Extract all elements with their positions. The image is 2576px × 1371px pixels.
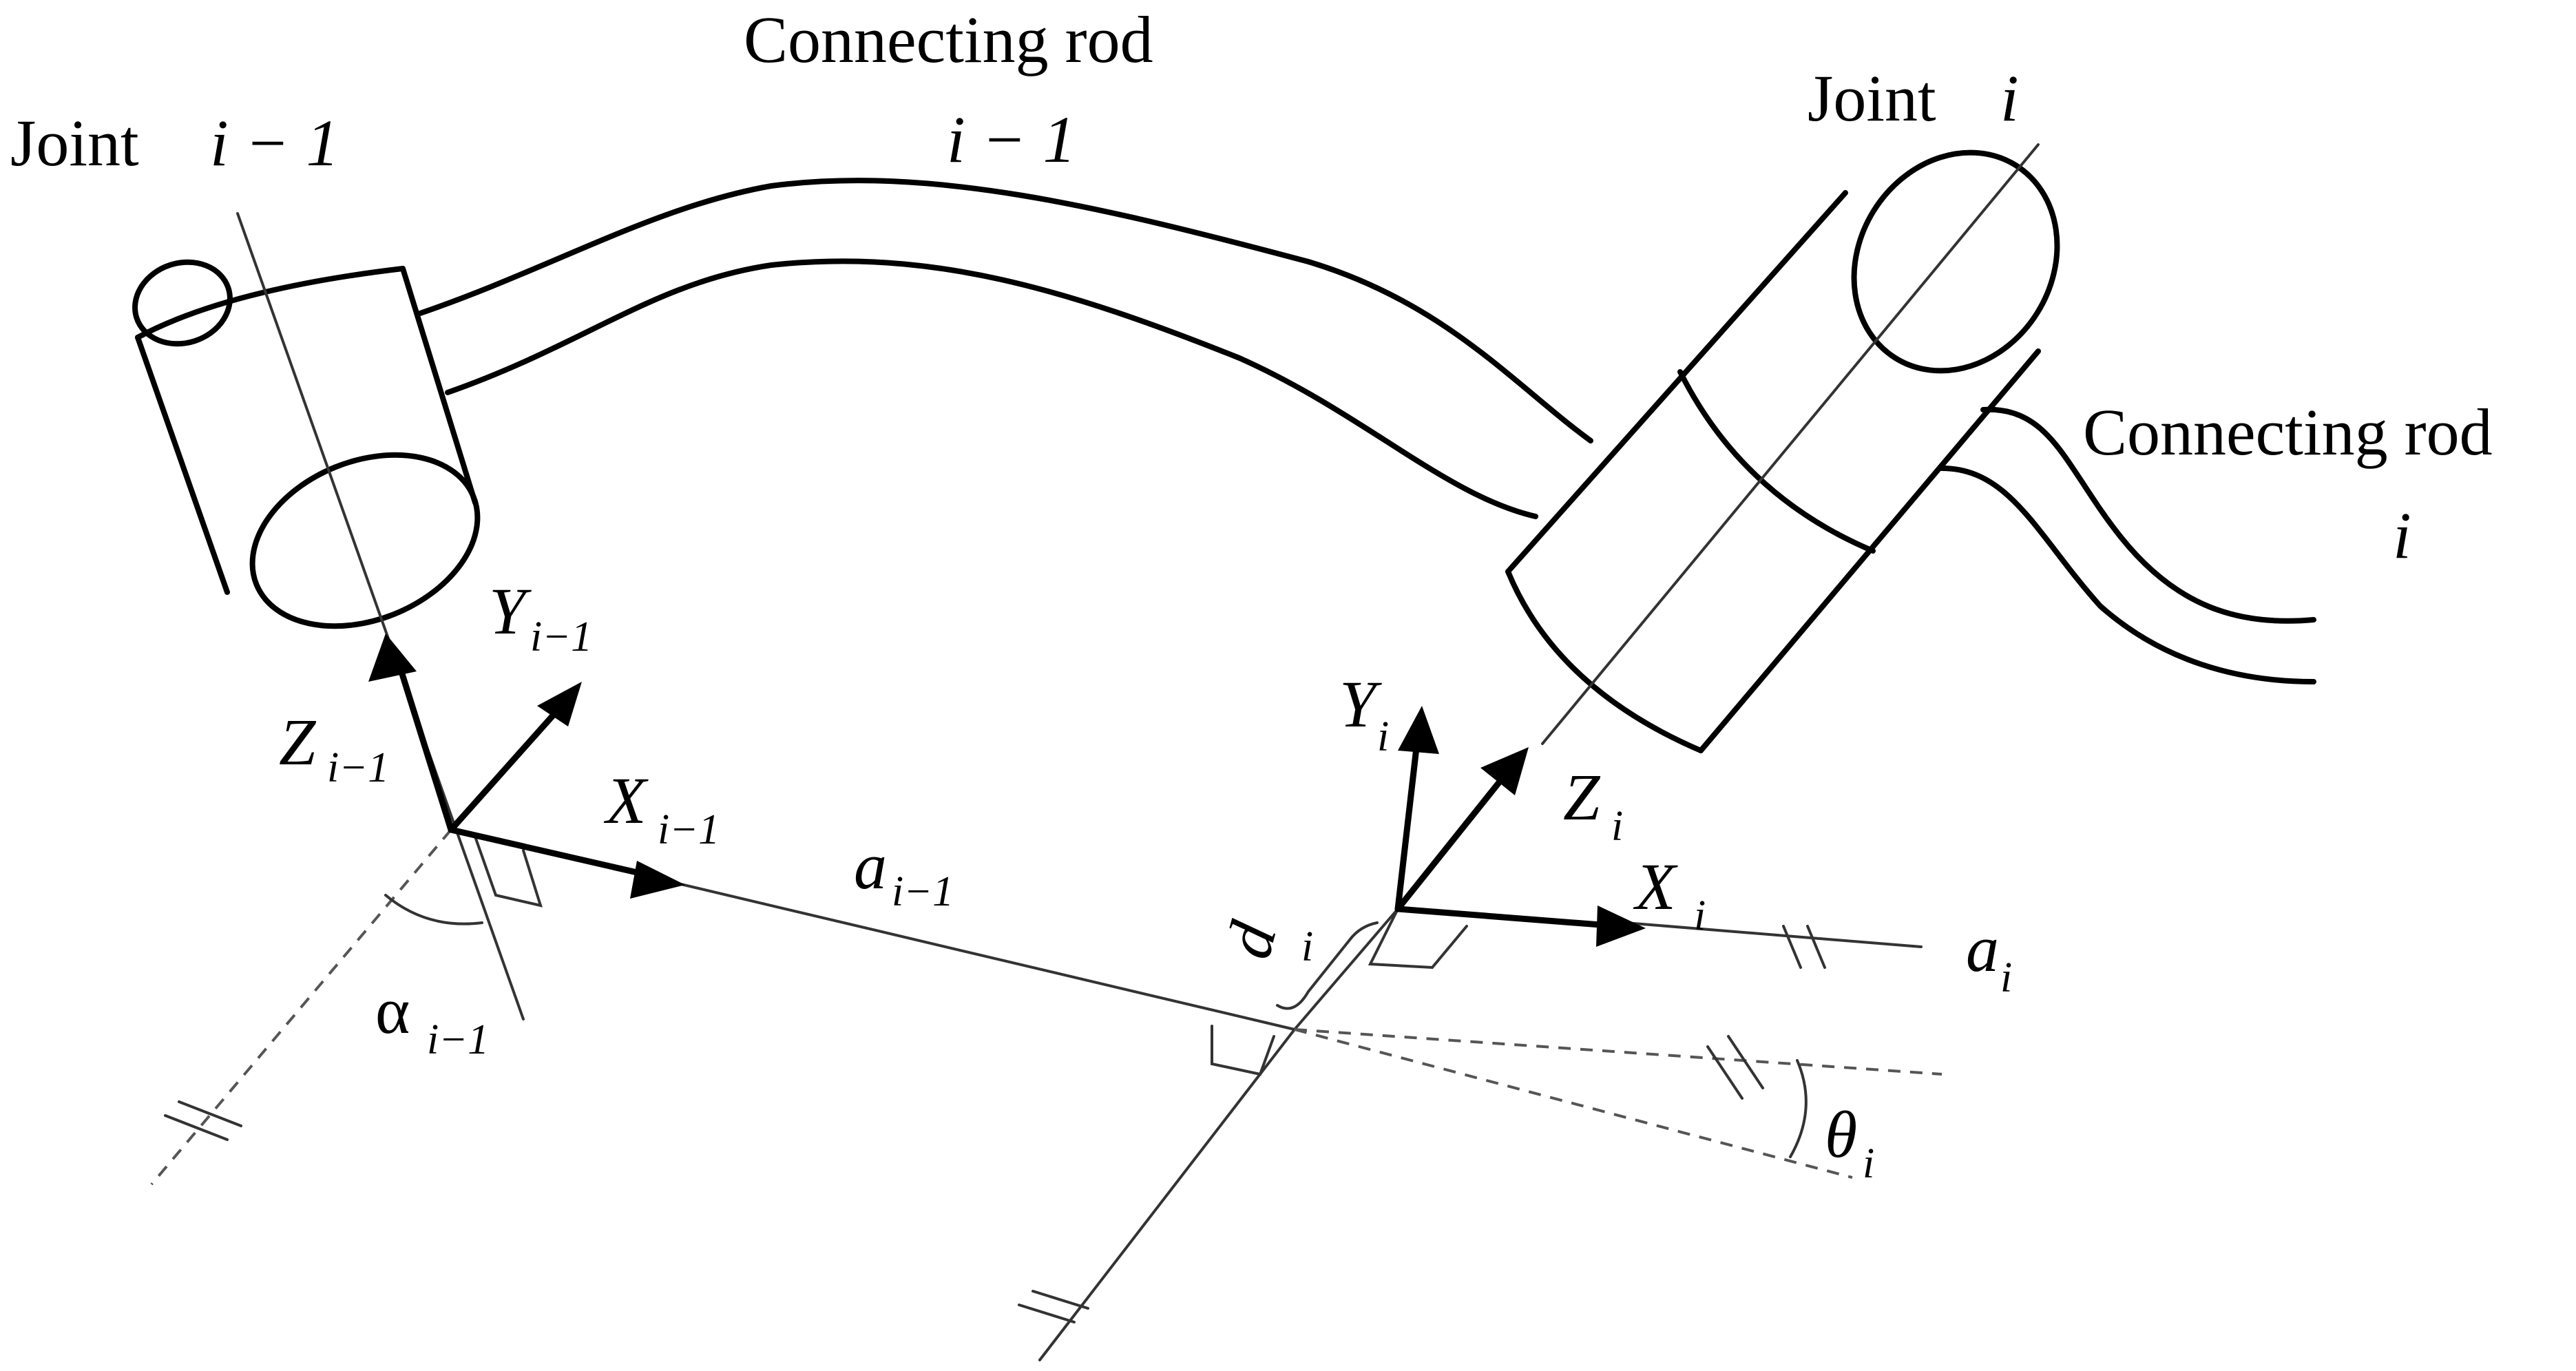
svg-text:Joint: Joint: [10, 106, 139, 180]
alpha-arc: [384, 894, 483, 925]
frame-curr-axes: [1394, 706, 1646, 947]
svg-text:Joint: Joint: [1808, 61, 1936, 135]
svg-text:i − 1: i − 1: [947, 103, 1076, 176]
label-y-curr: Y i: [1339, 667, 1389, 760]
svg-text:i: i: [2000, 954, 2012, 1001]
svg-text:a: a: [854, 829, 887, 903]
svg-text:i: i: [1301, 923, 1313, 970]
svg-text:Z: Z: [1563, 760, 1601, 834]
joint-prev-label: Joint i − 1: [10, 106, 339, 180]
svg-text:Connecting rod: Connecting rod: [744, 3, 1153, 76]
label-theta: θ i: [1825, 1098, 1874, 1187]
label-x-prev: X i−1: [603, 764, 720, 853]
right-angle-marker: [1211, 1025, 1275, 1076]
svg-text:Z: Z: [279, 705, 317, 779]
joint-prev-axis: [236, 212, 525, 1021]
label-d: d i: [1211, 914, 1313, 970]
label-y-prev: Y i−1: [489, 574, 592, 660]
svg-text:i: i: [2393, 499, 2411, 572]
svg-text:i: i: [1694, 892, 1706, 939]
svg-text:Y: Y: [489, 574, 532, 648]
svg-text:Y: Y: [1339, 667, 1382, 741]
label-z-curr: Z i: [1563, 760, 1623, 850]
connecting-rod-curr: [1939, 406, 2316, 684]
svg-text:i: i: [2000, 61, 2019, 135]
svg-text:i−1: i−1: [892, 868, 954, 915]
label-a-curr: a i: [1966, 912, 2012, 1001]
label-a-prev: a i−1: [854, 829, 954, 915]
svg-text:i − 1: i − 1: [210, 106, 339, 180]
svg-text:d: d: [1211, 914, 1290, 965]
svg-text:X: X: [603, 764, 649, 837]
x-prev-dashed-line: [150, 828, 452, 1186]
right-angle-marker: [474, 835, 543, 908]
svg-text:θ: θ: [1825, 1098, 1857, 1171]
svg-text:i: i: [1611, 803, 1623, 850]
svg-text:X: X: [1633, 850, 1678, 923]
connecting-rod-prev: [417, 178, 1593, 519]
d-brace: [1276, 921, 1379, 1010]
svg-text:i−1: i−1: [530, 614, 592, 660]
svg-text:i: i: [1377, 713, 1389, 760]
joint-prev-cylinder: [132, 259, 481, 629]
joint-curr-cylinder: [1505, 149, 2060, 753]
rod-prev-label: Connecting rod i − 1: [744, 3, 1153, 176]
theta-dashed-upper: [1294, 1028, 1943, 1076]
theta-arc: [1789, 1059, 1808, 1158]
svg-text:i: i: [1863, 1140, 1874, 1187]
joint-curr-axis: [1541, 143, 2040, 745]
svg-text:i−1: i−1: [327, 744, 389, 791]
right-angle-marker: [1368, 908, 1468, 970]
svg-text:α: α: [375, 974, 410, 1047]
label-alpha: α i−1: [375, 974, 489, 1063]
svg-text:i−1: i−1: [658, 806, 720, 853]
svg-text:a: a: [1966, 912, 1999, 985]
d-axis-line: [1293, 908, 1399, 1031]
frame-prev-axes: [368, 634, 685, 899]
rod-curr-label: Connecting rod i: [2083, 395, 2493, 572]
joint-curr-label: Joint i: [1808, 61, 2019, 135]
label-x-curr: X i: [1633, 850, 1706, 939]
svg-text:i−1: i−1: [427, 1016, 489, 1063]
x-curr-axis-extension: [1624, 921, 1923, 948]
tick-marks: [164, 925, 1826, 1323]
base-diagonal-line: [1038, 1028, 1296, 1361]
label-z-prev: Z i−1: [279, 705, 389, 791]
theta-dashed-lower: [1294, 1028, 1853, 1179]
svg-text:Connecting rod: Connecting rod: [2083, 395, 2493, 469]
